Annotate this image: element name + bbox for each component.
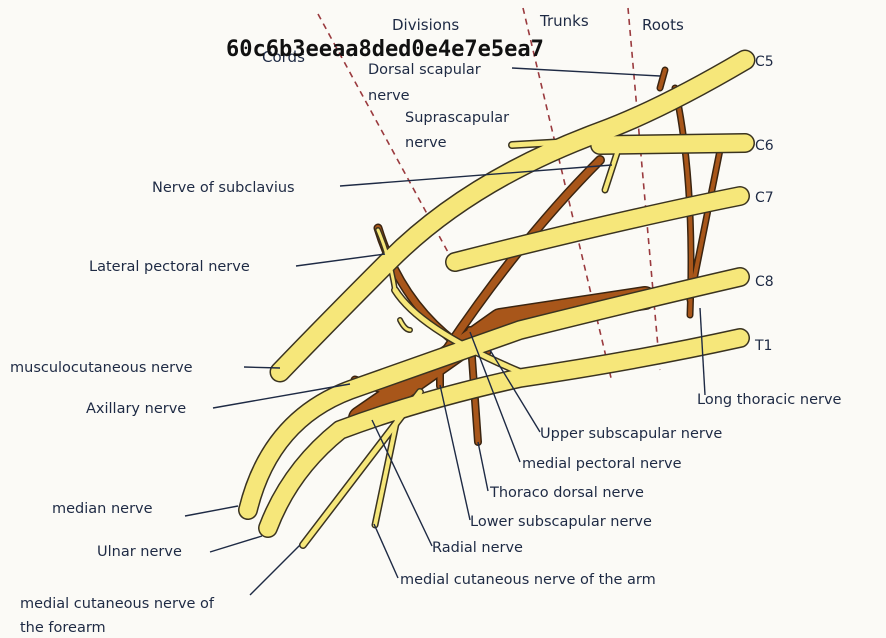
divider-trunks-roots xyxy=(628,8,660,370)
label-axillary: Axillary nerve xyxy=(86,401,186,417)
header-roots: Roots xyxy=(642,16,684,34)
label-radial: Radial nerve xyxy=(432,540,523,556)
root-c6: C6 xyxy=(755,138,774,154)
label-suprascapular-2: nerve xyxy=(405,135,447,151)
label-lateral-pectoral: Lateral pectoral nerve xyxy=(89,259,250,275)
root-labels: C5 C6 C7 C8 T1 xyxy=(754,54,774,354)
label-median: median nerve xyxy=(52,501,153,517)
label-ulnar: Ulnar nerve xyxy=(97,544,182,560)
label-medial-cutaneous-forearm: medial cutaneous nerve of xyxy=(20,596,215,612)
root-c7: C7 xyxy=(755,190,774,206)
label-lower-subscapular: Lower subscapular nerve xyxy=(470,514,652,530)
label-subclavius: Nerve of subclavius xyxy=(152,180,295,196)
id-stamp: 60c6b3eeaa8ded0e4e7e5ea7 xyxy=(226,37,544,62)
label-medial-pectoral: medial pectoral nerve xyxy=(522,456,682,472)
label-thoracodorsal: Thoraco dorsal nerve xyxy=(489,485,644,501)
label-suprascapular: Suprascapular xyxy=(405,110,509,126)
root-c8: C8 xyxy=(755,274,774,290)
label-dorsal-scapular-2: nerve xyxy=(368,88,410,104)
root-t1: T1 xyxy=(754,338,772,354)
label-medial-cutaneous-arm: medial cutaneous nerve of the arm xyxy=(400,572,656,588)
root-c5: C5 xyxy=(755,54,774,70)
label-dorsal-scapular: Dorsal scapular xyxy=(368,62,481,78)
label-long-thoracic: Long thoracic nerve xyxy=(697,392,842,408)
label-medial-cutaneous-forearm-2: the forearm xyxy=(20,620,106,636)
header-divisions: Divisions xyxy=(392,16,459,34)
label-upper-subscapular: Upper subscapular nerve xyxy=(540,426,722,442)
header-trunks: Trunks xyxy=(539,12,589,30)
anterior-nerves-outline xyxy=(248,60,745,545)
label-musculocutaneous: musculocutaneous nerve xyxy=(10,360,193,376)
